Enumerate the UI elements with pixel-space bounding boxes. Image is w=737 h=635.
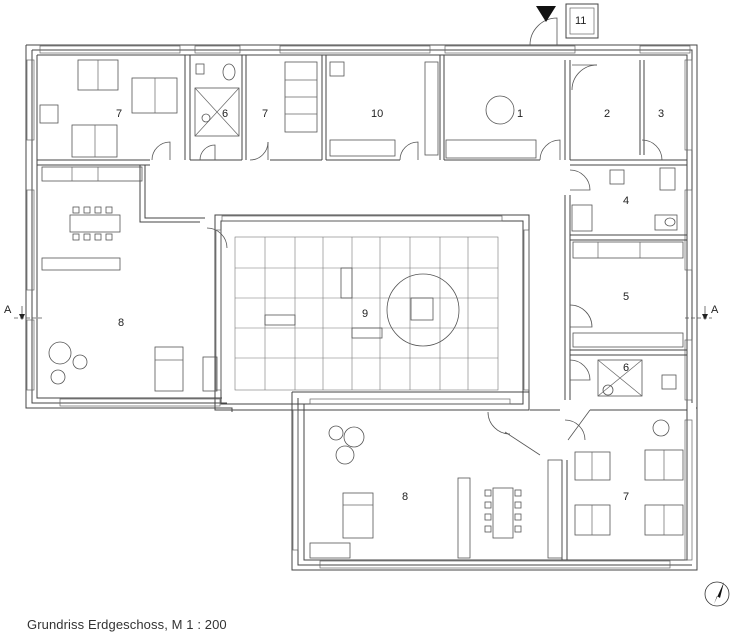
room-label: 7 bbox=[116, 108, 122, 120]
room-label: 7 bbox=[623, 491, 629, 503]
furniture bbox=[39, 3, 684, 559]
room-label: 1 bbox=[517, 108, 523, 120]
room-label: 6 bbox=[623, 362, 629, 374]
section-marker-right: A bbox=[685, 304, 719, 320]
interior-walls bbox=[37, 55, 687, 560]
room-label: 7 bbox=[262, 108, 268, 120]
room-labels: 7 6 7 10 1 2 3 4 5 6 8 9 8 7 11 bbox=[116, 15, 664, 503]
entrance-arrow-icon bbox=[536, 6, 556, 22]
doors bbox=[151, 17, 663, 456]
room-label: 11 bbox=[575, 15, 586, 27]
section-label-left: A bbox=[4, 304, 12, 316]
room-label: 10 bbox=[371, 108, 383, 120]
room-label: 9 bbox=[362, 308, 368, 320]
room-label: 4 bbox=[623, 195, 629, 207]
room-label: 6 bbox=[222, 108, 228, 120]
section-marker-left: A bbox=[4, 304, 42, 320]
plan-caption: Grundriss Erdgeschoss, M 1 : 200 bbox=[27, 617, 227, 632]
north-arrow-icon bbox=[704, 581, 730, 607]
section-label-right: A bbox=[711, 304, 719, 316]
room-label: 5 bbox=[623, 291, 629, 303]
room-label: 2 bbox=[604, 108, 610, 120]
room-label: 8 bbox=[402, 491, 408, 503]
room-label: 3 bbox=[658, 108, 664, 120]
window-strips bbox=[26, 45, 693, 569]
room-label: 8 bbox=[118, 317, 124, 329]
